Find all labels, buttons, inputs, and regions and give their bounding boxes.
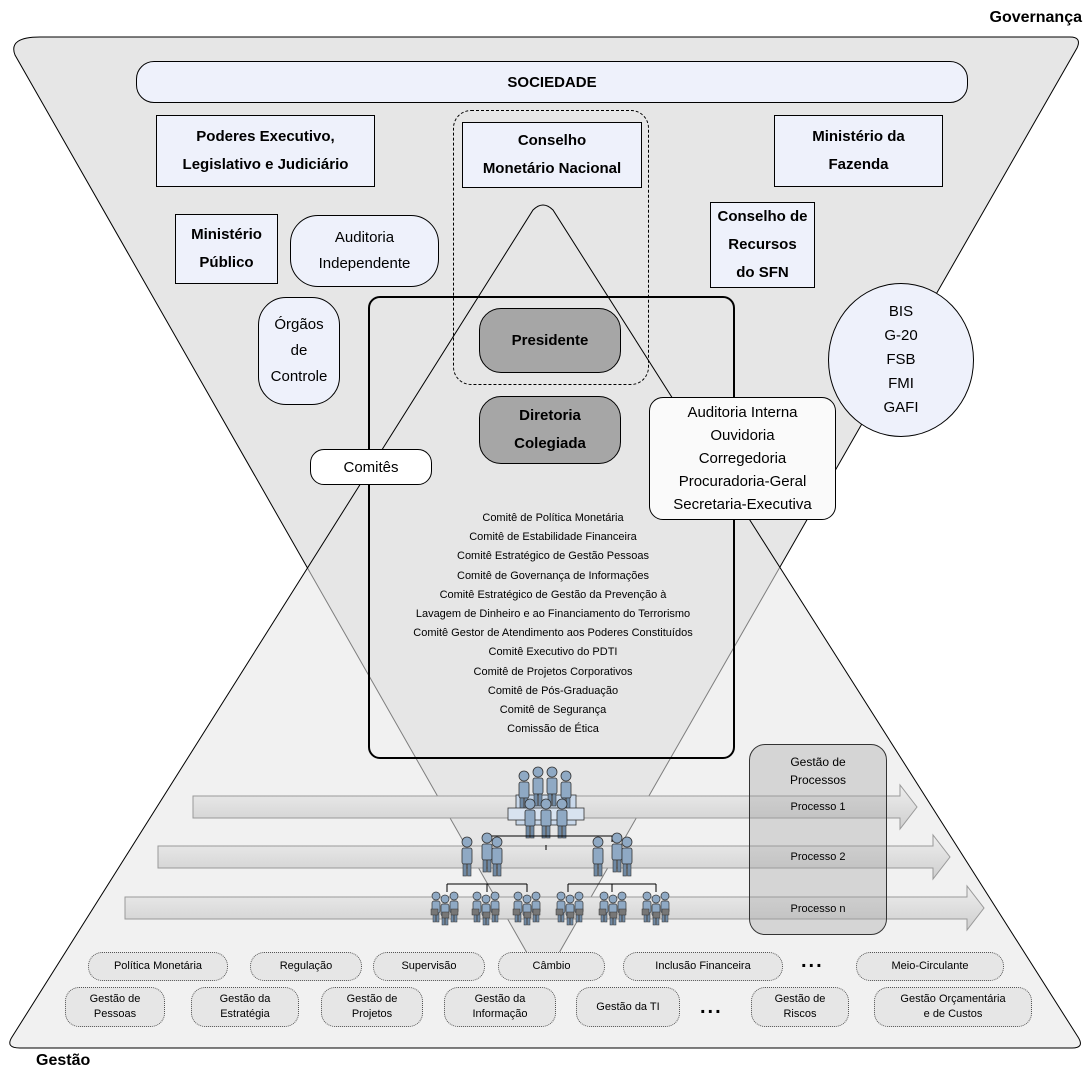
process-management-box — [749, 744, 887, 935]
box-ministerio-fazenda: Ministério da Fazenda — [774, 115, 943, 187]
box-orgaos-controle: Órgãos de Controle — [258, 297, 340, 405]
management-areas-ellipsis: ... — [700, 996, 723, 1018]
committee-item: Comitê Estratégico de Gestão da Prevençã… — [439, 588, 667, 601]
area-meio-circulante: Meio-Circulante — [856, 952, 1004, 981]
mgmt-pessoas: Gestão de Pessoas — [65, 987, 165, 1027]
process-1-label: Processo 1 — [790, 801, 846, 813]
box-ministerio-publico: Ministério Público — [175, 214, 278, 284]
committee-item: Comitê de Pós-Graduação — [487, 684, 619, 697]
committee-item: Comitê de Projetos Corporativos — [473, 665, 633, 678]
process-arrow-2 — [157, 833, 951, 881]
committee-item: Comitê de Segurança — [499, 704, 607, 717]
governance-label: Governança — [989, 9, 1082, 26]
committees-list: Comitê de Política Monetária Comitê de E… — [380, 509, 726, 739]
mgmt-projetos: Gestão de Projetos — [321, 987, 423, 1027]
committee-item: Comitê de Política Monetária — [482, 512, 624, 524]
mgmt-riscos: Gestão de Riscos — [751, 987, 849, 1027]
mgmt-orcamentaria: Gestão Orçamentária e de Custos — [874, 987, 1032, 1027]
area-cambio: Câmbio — [498, 952, 605, 981]
internal-units-box: Auditoria Interna Ouvidoria Corregedoria… — [649, 397, 836, 520]
society-bar: SOCIEDADE — [136, 61, 968, 103]
process-n-label: Processo n — [790, 903, 846, 915]
business-areas-ellipsis: ... — [801, 950, 824, 972]
area-regulacao: Regulação — [250, 952, 362, 981]
box-poderes: Poderes Executivo, Legislativo e Judiciá… — [156, 115, 375, 187]
process-2-label: Processo 2 — [790, 851, 846, 863]
people-org-chart-icon — [431, 766, 669, 925]
committee-item: Comissão de Ética — [507, 723, 599, 736]
box-conselho-monetario: Conselho Monetário Nacional — [462, 122, 642, 188]
area-politica-monetaria: Política Monetária — [88, 952, 228, 981]
committee-item: Comitê Gestor de Atendimento aos Poderes… — [413, 627, 693, 640]
committee-item: Comitê Executivo do PDTI — [488, 646, 618, 659]
committee-item: Comitê Estratégico de Gestão Pessoas — [457, 550, 649, 563]
international-bodies-circle: BIS G-20 FSB FMI GAFI — [828, 283, 974, 437]
board-frame — [368, 296, 735, 759]
committee-item: Lavagem de Dinheiro e ao Financiamento d… — [415, 608, 691, 621]
process-management-title: Gestão de Processos — [789, 755, 847, 787]
diretoria-colegiada-box: Diretoria Colegiada — [479, 396, 621, 464]
mgmt-informacao: Gestão da Informação — [444, 987, 556, 1027]
mgmt-ti: Gestão da TI — [576, 987, 680, 1027]
management-label: Gestão — [36, 1052, 91, 1069]
committee-item: Comitê de Governança de Informações — [457, 569, 649, 582]
area-inclusao-financeira: Inclusão Financeira — [623, 952, 783, 981]
box-conselho-recursos: Conselho de Recursos do SFN — [710, 202, 815, 288]
committee-item: Comitê de Estabilidade Financeira — [469, 531, 637, 544]
process-arrow-n — [124, 884, 985, 932]
comites-box: Comitês — [310, 449, 432, 485]
box-auditoria-independente: Auditoria Independente — [290, 215, 439, 287]
presidente-box: Presidente — [479, 308, 621, 373]
management-triangle — [9, 204, 1081, 1049]
cmn-dashed-group — [453, 110, 649, 385]
area-supervisao: Supervisão — [373, 952, 485, 981]
mgmt-estrategia: Gestão da Estratégia — [191, 987, 299, 1027]
